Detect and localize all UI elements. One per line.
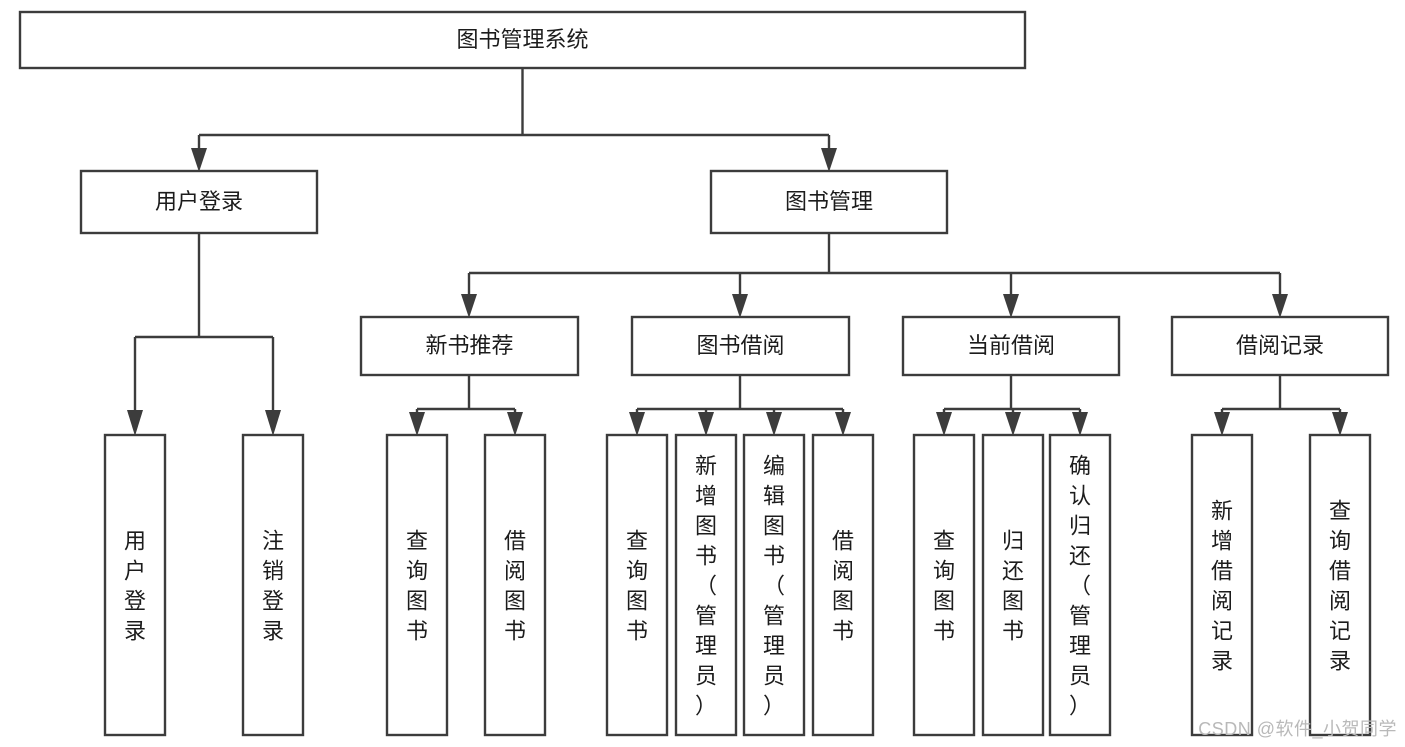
arrow-icon-to-leaf-borrow-book-2 xyxy=(835,412,851,436)
leaf-leaf-user-login[interactable]: 用户登录 xyxy=(103,433,167,737)
node-book-borrow-box[interactable] xyxy=(630,315,851,377)
leaf-add-book-box[interactable] xyxy=(674,433,738,737)
node-book-manage[interactable]: 图书管理 xyxy=(709,169,949,235)
leaf-leaf-query-book-2[interactable]: 查询图书 xyxy=(605,433,669,737)
arrow-icon-to-leaf-query-book-1 xyxy=(409,412,425,436)
leaf-leaf-add-book[interactable]: 新增图书（管理员） xyxy=(674,433,738,737)
leaf-leaf-return-book[interactable]: 归还图书 xyxy=(981,433,1045,737)
leaf-node-layer: 用户登录 注销登录 查询图书 借阅图书 查询图书 新增图书（管理员） 编辑图书（管理员） 借阅… xyxy=(103,433,1372,737)
leaf-query-book-3-label: 查询图书 xyxy=(933,528,955,643)
leaf-confirm-return-label: 确认归还（管理员） xyxy=(1069,453,1091,718)
node-new-book-rec-label: 新书推荐 xyxy=(425,333,513,358)
leaf-query-book-1-box[interactable] xyxy=(385,433,449,737)
node-book-manage-box[interactable] xyxy=(709,169,949,235)
leaf-add-record-box[interactable] xyxy=(1190,433,1254,737)
leaf-query-book-2-label: 查询图书 xyxy=(626,528,648,643)
leaf-query-book-3-box[interactable] xyxy=(912,433,976,737)
leaf-confirm-return-box[interactable] xyxy=(1048,433,1112,737)
node-root-box[interactable] xyxy=(18,10,1027,70)
node-book-borrow-label: 图书借阅 xyxy=(696,333,784,358)
node-new-book-rec-box[interactable] xyxy=(359,315,580,377)
node-user-login-box[interactable] xyxy=(79,169,319,235)
leaf-query-record-label: 查询借阅记录 xyxy=(1329,498,1351,673)
arrow-icon-to-new-book-rec xyxy=(461,294,477,318)
node-user-login[interactable]: 用户登录 xyxy=(79,169,319,235)
arrow-icon-to-borrow-record xyxy=(1272,294,1288,318)
arrow-icon-to-book-manage xyxy=(821,148,837,172)
leaf-borrow-book-1-box[interactable] xyxy=(483,433,547,737)
node-root[interactable]: 图书管理系统 xyxy=(18,10,1027,70)
arrow-icon-to-user-login xyxy=(191,148,207,172)
node-current-borrow-label: 当前借阅 xyxy=(967,333,1055,358)
node-book-borrow[interactable]: 图书借阅 xyxy=(630,315,851,377)
arrowhead-layer xyxy=(127,148,1348,436)
leaf-leaf-add-record[interactable]: 新增借阅记录 xyxy=(1190,433,1254,737)
node-new-book-rec[interactable]: 新书推荐 xyxy=(359,315,580,377)
arrow-icon-to-leaf-query-book-2 xyxy=(629,412,645,436)
leaf-query-record-box[interactable] xyxy=(1308,433,1372,737)
arrow-icon-to-leaf-user-login xyxy=(127,410,143,436)
node-current-borrow[interactable]: 当前借阅 xyxy=(901,315,1121,377)
leaf-user-login-box[interactable] xyxy=(103,433,167,737)
leaf-leaf-confirm-return[interactable]: 确认归还（管理员） xyxy=(1048,433,1112,737)
leaf-leaf-query-book-3[interactable]: 查询图书 xyxy=(912,433,976,737)
leaf-edit-book-label: 编辑图书（管理员） xyxy=(763,453,785,718)
leaf-leaf-query-record[interactable]: 查询借阅记录 xyxy=(1308,433,1372,737)
leaf-borrow-book-2-label: 借阅图书 xyxy=(832,528,854,643)
leaf-borrow-book-2-box[interactable] xyxy=(811,433,875,737)
leaf-query-book-2-box[interactable] xyxy=(605,433,669,737)
arrow-icon-to-leaf-edit-book xyxy=(766,412,782,436)
node-current-borrow-box[interactable] xyxy=(901,315,1121,377)
leaf-return-book-label: 归还图书 xyxy=(1002,528,1024,643)
arrow-icon-to-leaf-query-book-3 xyxy=(936,412,952,436)
node-borrow-record-box[interactable] xyxy=(1170,315,1390,377)
leaf-logout-box[interactable] xyxy=(241,433,305,737)
leaf-leaf-edit-book[interactable]: 编辑图书（管理员） xyxy=(742,433,806,737)
leaf-leaf-borrow-book-2[interactable]: 借阅图书 xyxy=(811,433,875,737)
leaf-edit-book-box[interactable] xyxy=(742,433,806,737)
node-user-login-label: 用户登录 xyxy=(155,189,243,214)
leaf-leaf-query-book-1[interactable]: 查询图书 xyxy=(385,433,449,737)
leaf-return-book-box[interactable] xyxy=(981,433,1045,737)
arrow-icon-to-leaf-add-book xyxy=(698,412,714,436)
arrow-icon-to-current-borrow xyxy=(1003,294,1019,318)
arrow-icon-to-leaf-confirm-return xyxy=(1072,412,1088,436)
arrow-icon-to-leaf-query-record xyxy=(1332,412,1348,436)
leaf-add-record-label: 新增借阅记录 xyxy=(1211,498,1233,673)
node-borrow-record-label: 借阅记录 xyxy=(1236,333,1324,358)
leaf-query-book-1-label: 查询图书 xyxy=(406,528,428,643)
node-borrow-record[interactable]: 借阅记录 xyxy=(1170,315,1390,377)
node-book-manage-label: 图书管理 xyxy=(785,189,873,214)
arrow-icon-to-book-borrow xyxy=(732,294,748,318)
leaf-borrow-book-1-label: 借阅图书 xyxy=(504,528,526,643)
leaf-leaf-borrow-book-1[interactable]: 借阅图书 xyxy=(483,433,547,737)
arrow-icon-to-leaf-add-record xyxy=(1214,412,1230,436)
arrow-icon-to-leaf-logout xyxy=(265,410,281,436)
arrow-icon-to-leaf-return-book xyxy=(1005,412,1021,436)
leaf-logout-label: 注销登录 xyxy=(262,528,284,643)
arrow-icon-to-leaf-borrow-book-1 xyxy=(507,412,523,436)
leaf-user-login-label: 用户登录 xyxy=(124,528,146,643)
leaf-add-book-label: 新增图书（管理员） xyxy=(695,453,717,718)
leaf-leaf-logout[interactable]: 注销登录 xyxy=(241,433,305,737)
node-root-label: 图书管理系统 xyxy=(456,27,588,52)
